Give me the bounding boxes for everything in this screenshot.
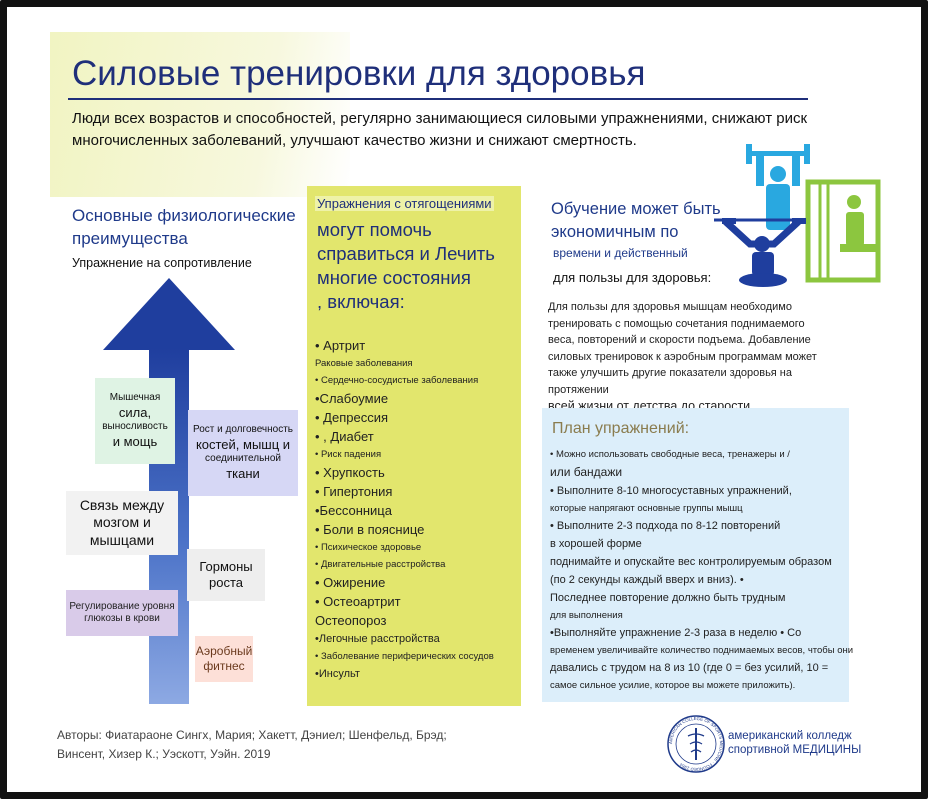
authors-citation: Авторы: Фиатараоне Сингх, Мария; Хакетт,… [57, 728, 447, 761]
up-arrow-head [103, 278, 235, 350]
condition-item: • Сердечно-сосудистые заболевания [315, 375, 479, 386]
benefit-muscle-strength: Мышечная сила, выносливость и мощь [95, 378, 175, 464]
benefit-growth-label: ткани [226, 465, 260, 481]
benefits-subheading: Упражнение на сопротивление [72, 256, 252, 270]
benefit-brain-muscle: Связь между мозгом и мышцами [66, 491, 178, 555]
plan-item: Последнее повторение должно быть трудным [550, 592, 786, 604]
plan-item: давались с трудом на 8 из 10 (где 0 = бе… [550, 662, 829, 674]
condition-item: Остеопороз [315, 613, 387, 628]
exercise-plan-list: • Можно использовать свободные веса, тре… [550, 446, 854, 694]
efficiency-heading-line2: экономичным по [551, 223, 679, 241]
weightlifter-icon [746, 144, 810, 230]
efficiency-heading-line1: Обучение может быть [551, 200, 721, 218]
condition-item: •Слабоумие [315, 391, 389, 406]
conditions-highlight: Упражнения с отягощениями [315, 196, 494, 211]
benefit-muscle-label: выносливость [102, 421, 168, 432]
conditions-heading-text: могут помочь справиться и Лечить многие … [317, 219, 495, 288]
efficiency-subline: времени и действенный [553, 246, 688, 260]
condition-item: • Риск падения [315, 449, 382, 460]
benefit-growth: Рост и долговечность костей, мышц и соед… [188, 410, 298, 496]
condition-item: • Заболевание периферических сосудов [315, 651, 494, 662]
benefit-growth-label: соединительной [205, 453, 281, 464]
benefits-heading: Основные физиологические преимущества [72, 204, 296, 250]
condition-item: • Психическое здоровье [315, 542, 422, 553]
condition-item: Раковые заболевания [315, 358, 413, 369]
plan-item: самое сильное усилие, которое вы можете … [550, 680, 796, 691]
intro-text: Люди всех возрастов и способностей, регу… [72, 110, 808, 149]
efficiency-paragraph: Для пользы для здоровья мышцам необходим… [548, 299, 854, 415]
plan-item: (по 2 секунды каждый вверх и вниз). • [550, 574, 744, 586]
condition-item: • Остеоартрит [315, 594, 401, 609]
plan-item: поднимайте и опускайте вес контролируемы… [550, 556, 832, 568]
condition-item: • Двигательные расстройства [315, 559, 446, 570]
conditions-panel: Упражнения с отягощениями могут помочь с… [307, 186, 521, 706]
plan-item: или бандажи [550, 465, 623, 479]
page-title: Силовые тренировки для здоровья [72, 54, 646, 93]
condition-item: • Боли в пояснице [315, 522, 425, 537]
condition-item: • , Диабет [315, 429, 374, 444]
efficiency-paragraph-line: силовых тренировок к аэробным программам… [548, 350, 817, 363]
organization-name: американский колледж спортивной МЕДИЦИНЫ [728, 729, 861, 757]
plan-item: •Выполняйте упражнение 2-3 раза в неделю… [550, 627, 802, 639]
condition-item: •Инсульт [315, 668, 360, 680]
conditions-including: , включая: [317, 291, 405, 312]
efficiency-paragraph-line: Для пользы для здоровья мышцам необходим… [548, 301, 792, 313]
condition-item: • Артрит [315, 338, 366, 353]
condition-item: • Депрессия [315, 410, 388, 425]
plan-item: для выполнения [550, 610, 623, 621]
organization-name-line2: спортивной МЕДИЦИНЫ [728, 744, 862, 756]
benefit-hormones: Гормоны роста [187, 549, 265, 601]
benefit-muscle-label: Мышечная [109, 392, 161, 404]
plan-item: которые напрягают основные группы мышц [550, 503, 743, 514]
plan-item: • Можно использовать свободные веса, тре… [550, 449, 790, 460]
benefit-muscle-label: сила, [118, 404, 152, 420]
conditions-heading: могут помочь справиться и Лечить многие … [317, 218, 517, 314]
benefit-glucose: Регулирование уровня глюкозы в крови [66, 590, 178, 636]
condition-item: •Бессонница [315, 503, 392, 518]
plan-item: в хорошей форме [550, 538, 642, 550]
condition-item: • Хрупкость [315, 465, 385, 480]
exercise-plan-panel: План упражнений: • Можно использовать св… [542, 408, 854, 702]
efficiency-paragraph-line: тренировать с помощью сочетания поднимае… [548, 317, 805, 330]
benefit-muscle-label: и мощь [112, 433, 158, 449]
efficiency-subline2: для пользы для здоровья: [553, 270, 712, 285]
benefit-aerobic: Аэробный фитнес [195, 636, 253, 682]
efficiency-heading: Обучение может быть экономичным по [551, 198, 741, 244]
acsm-seal-icon: AMERICAN COLLEGE OF SPORTS MEDICINE · FO… [667, 715, 725, 773]
efficiency-paragraph-line: веса, повторений и скорости подъема. Доб… [548, 334, 811, 346]
condition-item: •Легочные расстройства [315, 633, 440, 645]
exercise-illustration [714, 144, 881, 287]
benefits-heading-line1: Основные физиологические [72, 206, 296, 225]
benefits-heading-line2: преимущества [72, 229, 188, 248]
benefit-growth-label: костей, мышц и [195, 436, 291, 452]
condition-item: • Ожирение [315, 575, 386, 590]
plan-item: • Выполните 2-3 подхода по 8-12 повторен… [550, 520, 781, 532]
efficiency-paragraph-line: также улучшить другие показатели здоровь… [548, 367, 793, 396]
plan-item: временем увеличивайте количество поднима… [550, 645, 854, 656]
benefit-growth-label: Рост и долговечность [192, 424, 294, 436]
condition-item: • Гипертония [315, 484, 393, 499]
header-accent-band [50, 32, 350, 197]
organization-name-line1: американский колледж [728, 730, 852, 742]
plan-item: • Выполните 8-10 многосуставных упражнен… [550, 485, 792, 497]
resistance-band-icon [714, 218, 806, 287]
title-underline [68, 98, 808, 100]
gym-machine-icon [805, 179, 881, 283]
exercise-plan-title: План упражнений: [552, 420, 690, 437]
